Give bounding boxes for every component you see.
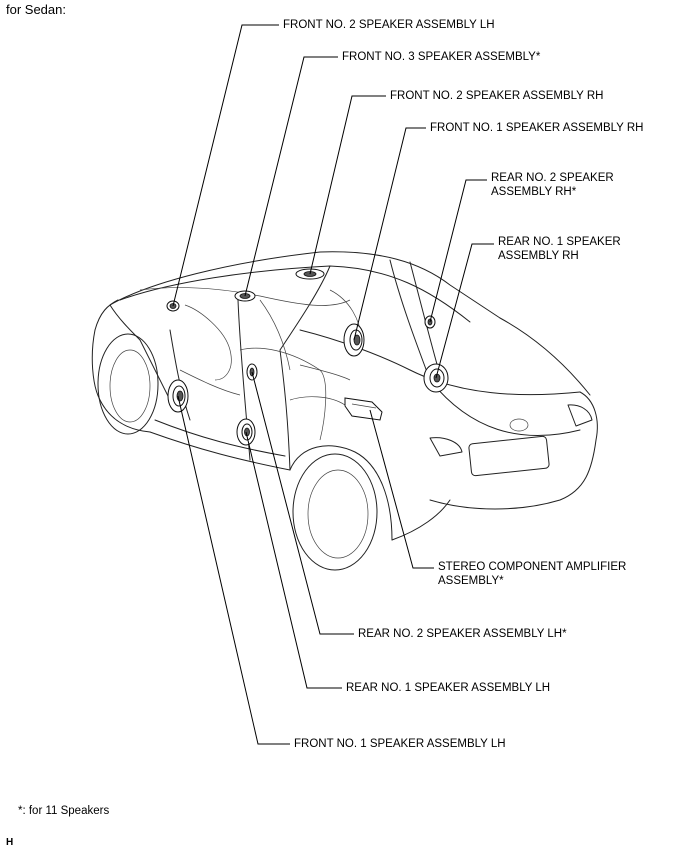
- leader-amplifier: [369, 409, 434, 569]
- callout-front-no2-lh: FRONT NO. 2 SPEAKER ASSEMBLY LH: [283, 19, 495, 31]
- leader-lines: [172, 24, 494, 745]
- callout-rear-no1-rh: REAR NO. 1 SPEAKER ASSEMBLY RH: [498, 235, 621, 263]
- callout-rear-no2-lh: REAR NO. 2 SPEAKER ASSEMBLY LH*: [358, 628, 567, 640]
- leader-front-no2-rh: [309, 95, 386, 275]
- callout-rear-no1-lh: REAR NO. 1 SPEAKER ASSEMBLY LH: [346, 682, 551, 694]
- car-body: [91, 251, 598, 571]
- leader-front-no3: [244, 56, 338, 297]
- leader-rear-no2-lh: [251, 371, 354, 635]
- callout-front-no1-lh: FRONT NO. 1 SPEAKER ASSEMBLY LH: [294, 738, 506, 750]
- callout-rear-no1-rh-line1: REAR NO. 1 SPEAKER: [498, 236, 621, 248]
- callout-amplifier: STEREO COMPONENT AMPLIFIER ASSEMBLY*: [438, 560, 626, 588]
- speaker-parts: [166, 268, 449, 446]
- callout-rear-no2-rh: REAR NO. 2 SPEAKER ASSEMBLY RH*: [491, 171, 614, 199]
- leader-front-no2-lh: [172, 24, 279, 307]
- leader-rear-no1-rh: [435, 243, 494, 379]
- leader-front-no1-rh: [353, 127, 426, 341]
- callout-amplifier-line2: ASSEMBLY*: [438, 575, 504, 587]
- callout-rear-no2-rh-line1: REAR NO. 2 SPEAKER: [491, 172, 614, 184]
- callout-amplifier-line1: STEREO COMPONENT AMPLIFIER: [438, 561, 627, 573]
- amplifier-unit: [344, 397, 383, 421]
- callout-rear-no2-rh-line2: ASSEMBLY RH*: [491, 186, 577, 198]
- footnote: *: for 11 Speakers: [18, 805, 110, 817]
- callout-front-no3: FRONT NO. 3 SPEAKER ASSEMBLY*: [342, 51, 541, 63]
- callout-rear-no1-rh-line2: ASSEMBLY RH: [498, 250, 579, 262]
- leader-front-no1-lh: [177, 395, 290, 745]
- leader-rear-no1-lh: [245, 431, 342, 689]
- diagram-header: for Sedan:: [6, 2, 66, 17]
- callout-front-no1-rh: FRONT NO. 1 SPEAKER ASSEMBLY RH: [430, 122, 644, 134]
- figure-code: H: [6, 837, 14, 848]
- leader-rear-no2-rh: [429, 179, 487, 323]
- callout-front-no2-rh: FRONT NO. 2 SPEAKER ASSEMBLY RH: [390, 90, 604, 102]
